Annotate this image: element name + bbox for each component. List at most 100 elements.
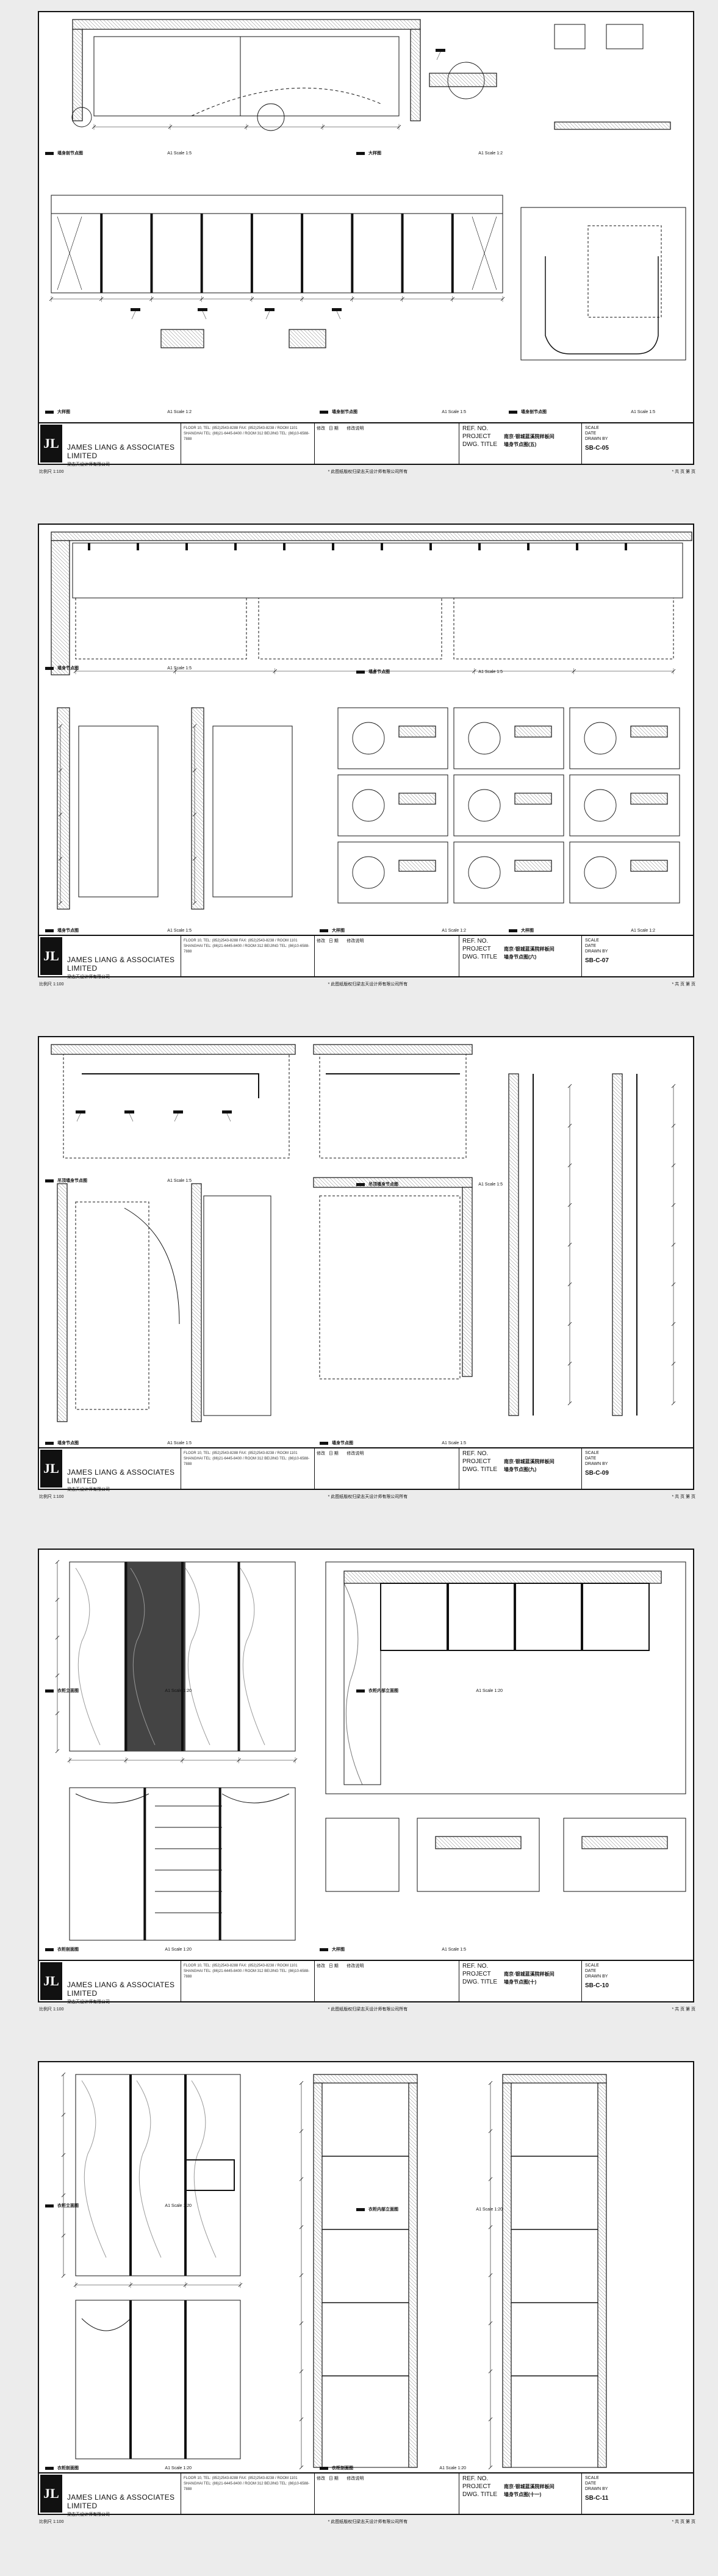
caption-scale: A1 Scale 1:20: [476, 1688, 503, 1693]
footer-note: * 此图纸版权归梁志天设计师有限公司所有: [328, 1495, 408, 1499]
footer-note: * 此图纸版权归梁志天设计师有限公司所有: [328, 2007, 408, 2012]
panel-divisions: [129, 2074, 187, 2276]
firm-name-cn: 梁志天设计师有限公司: [67, 462, 110, 467]
caption-title: 大样图: [332, 929, 345, 933]
ceiling-slab: [51, 1044, 296, 1055]
firm-name-cn: 梁志天设计师有限公司: [67, 975, 110, 979]
caption-scale: A1 Scale 1:20: [165, 1947, 192, 1952]
drawn-label: DRAWN BY: [585, 1974, 608, 1979]
ceiling-slab: [313, 2074, 418, 2084]
caption-marker: [509, 929, 517, 932]
caption-title: 大样图: [57, 410, 70, 414]
caption-scale: A1 Scale 1:5: [167, 666, 192, 671]
drawing-caption: 墙身节点图 A1 Scale 1:5: [320, 1440, 466, 1446]
rev-label: 修改: [317, 2477, 325, 2481]
detail-callout-circle: [468, 789, 501, 822]
caption-scale: A1 Scale 1:5: [442, 1441, 466, 1445]
ceiling-slab: [313, 1044, 473, 1055]
drawn-label: DRAWN BY: [585, 949, 608, 954]
caption-marker: [320, 1441, 328, 1445]
caption-scale: A1 Scale 1:5: [478, 1182, 503, 1187]
drawing-title: 墙身节点图(十): [504, 1979, 537, 1985]
caption-title: 衣柜剖面图: [57, 2466, 79, 2470]
right-wall: [410, 29, 421, 121]
drawing-meta: SCALE DATE DRAWN BY SB-C-09: [582, 1448, 693, 1489]
caption-scale: A1 Scale 1:5: [442, 1947, 466, 1952]
detail-callout-circle: [468, 722, 501, 755]
caption-marker: [509, 410, 517, 414]
firm-name: JAMES LIANG & ASSOCIATES LIMITED: [67, 955, 175, 973]
detail-cell: [569, 841, 680, 904]
detail-callout-circle: [584, 856, 617, 889]
project-label: PROJECT: [462, 2483, 491, 2490]
footer-page: * 共 页 第 页: [672, 470, 695, 474]
footer-page: * 共 页 第 页: [672, 982, 695, 987]
detail-box: [554, 24, 586, 49]
ref-label: REF. NO.: [462, 938, 489, 944]
wardrobe-interior: [69, 1787, 296, 1941]
logo-mark: JL: [43, 948, 59, 963]
ref-label: REF. NO.: [462, 425, 489, 432]
panel-divisions: [124, 1562, 240, 1751]
drawing-area: [55, 1560, 686, 1941]
revision-table: 修改 日 期 修改说明: [315, 2473, 459, 2514]
ceiling-slab: [72, 19, 421, 30]
dimension-line: [299, 2081, 304, 2470]
drawing-area: [51, 531, 692, 910]
detail-section: [581, 1836, 668, 1849]
detail-box: [325, 1818, 400, 1892]
firm-logo: JL: [40, 1450, 62, 1488]
drawing-title: 墙身节点图(六): [504, 954, 537, 960]
date-label: DATE: [585, 2481, 597, 2486]
drawing-number: SB-C-07: [585, 957, 609, 964]
caption-marker: [320, 929, 328, 932]
caption-marker: [45, 1441, 54, 1445]
project-label: PROJECT: [462, 946, 491, 952]
rev-label: 修改: [317, 939, 325, 943]
bath-frame: [520, 207, 686, 361]
detail-section: [630, 860, 668, 872]
project-name: 南京·银城蓝溪院样板间: [504, 2484, 555, 2489]
caption-scale: A1 Scale 1:5: [167, 1441, 192, 1445]
detail-cell: [453, 707, 564, 769]
wall-section: [191, 1183, 202, 1422]
title-label: DWG. TITLE: [462, 441, 498, 448]
wardrobe-interior: [75, 2300, 241, 2459]
firm-address: FLOOR 10, TEL: (852)2543-8288 FAX: (852)…: [181, 1961, 315, 2001]
caption-marker: [45, 2466, 54, 2470]
rev-label: 修改: [317, 426, 325, 431]
firm-name-cn: 梁志天设计师有限公司: [67, 2513, 110, 2517]
dimension-line: [567, 1084, 572, 1406]
marble-panel: [343, 1583, 381, 1785]
logo-mark: JL: [43, 2486, 59, 2501]
dimension-line: [671, 1084, 676, 1406]
caption-scale: A1 Scale 1:20: [476, 2207, 503, 2212]
caption-title: 墙身剖节点图: [521, 410, 547, 414]
detail-section: [630, 725, 668, 738]
caption-title: 墙身节点图: [57, 1441, 79, 1445]
project-name: 南京·银城蓝溪院样板间: [504, 1459, 555, 1464]
scale-label: SCALE: [585, 1963, 599, 1968]
date-label: DATE: [585, 944, 597, 948]
detail-callout-circle: [584, 789, 617, 822]
glass-doors: [124, 1562, 185, 1751]
ref-label: REF. NO.: [462, 1450, 489, 1457]
firm-info: JAMES LIANG & ASSOCIATES LIMITED 梁志天设计师有…: [63, 423, 181, 467]
firm-address: FLOOR 10, TEL: (852)2543-8288 FAX: (852)…: [181, 423, 315, 464]
panel-divisions: [447, 1583, 583, 1650]
detail-cell: [569, 774, 680, 836]
caption-title: 墙身节点图: [332, 1441, 353, 1445]
footer-page: * 共 页 第 页: [672, 2007, 695, 2012]
annotation-tags: [76, 1110, 232, 1122]
firm-logo: JL: [40, 425, 62, 462]
detail-section: [398, 725, 436, 738]
logo-mark: JL: [43, 436, 59, 451]
